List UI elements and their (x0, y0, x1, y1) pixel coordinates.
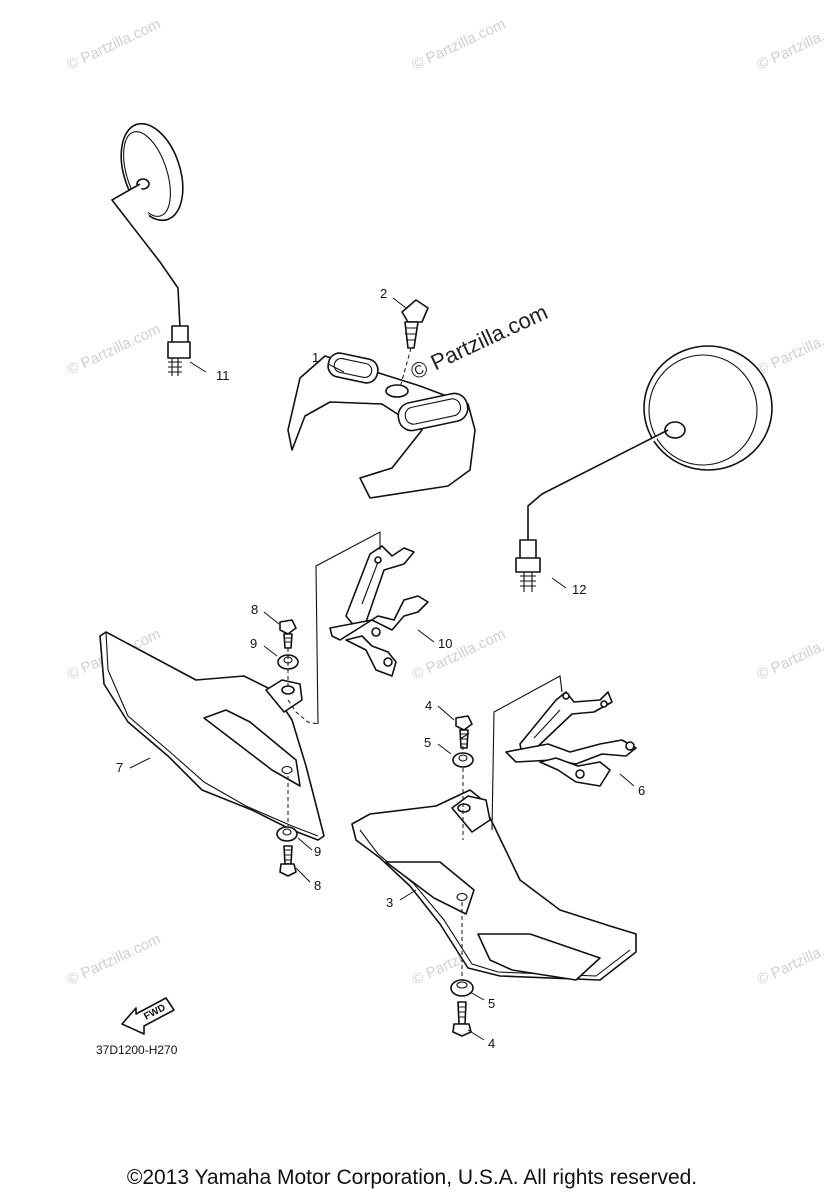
callout-6: 6 (638, 783, 645, 798)
part-7-left-side-cowl (99, 631, 325, 841)
watermark: © Partzilla.com (755, 931, 824, 989)
callout-4-lower: 4 (488, 1036, 495, 1051)
callout-1: 1 (312, 350, 319, 365)
callout-7: 7 (116, 760, 123, 775)
callout-2: 2 (380, 286, 387, 301)
part-2-screw (399, 299, 429, 389)
part-11-left-mirror (111, 122, 191, 376)
hardware-fasteners (276, 619, 474, 1037)
callout-4: 4 (425, 698, 432, 713)
callout-11: 11 (216, 368, 230, 383)
part-12-right-mirror (515, 345, 773, 592)
callout-8-lower: 8 (314, 878, 321, 893)
diagram-code: 37D1200-H270 (96, 1043, 178, 1057)
assembly-lines (287, 531, 563, 980)
fwd-arrow: FWD (121, 997, 175, 1035)
watermark: © Partzilla.com (410, 16, 509, 74)
callout-5-lower: 5 (488, 996, 495, 1011)
watermark: © Partzilla.com (755, 16, 824, 74)
part-1-handlebar-cover (287, 352, 476, 499)
callout-9-lower: 9 (314, 844, 321, 859)
watermark: © Partzilla.com (65, 16, 164, 74)
watermark: © Partzilla.com (65, 321, 164, 379)
callout-12: 12 (572, 582, 586, 597)
callout-3: 3 (386, 895, 393, 910)
callout-10: 10 (438, 636, 452, 651)
watermark-main: © Partzilla.com (407, 299, 552, 384)
callout-9: 9 (250, 636, 257, 651)
watermark: © Partzilla.com (65, 931, 164, 989)
leader-lines (129, 297, 635, 1041)
part-10-left-bracket (329, 545, 429, 677)
copyright-notice: ©2013 Yamaha Motor Corporation, U.S.A. A… (126, 1166, 698, 1189)
callout-5: 5 (424, 735, 431, 750)
callout-8: 8 (251, 602, 258, 617)
callout-labels: 1 2 3 4 5 6 7 8 9 10 11 12 9 8 5 4 (116, 286, 645, 1051)
part-3-right-side-cowl (351, 789, 637, 981)
watermark: © Partzilla.com (755, 321, 824, 379)
part-6-right-bracket (505, 691, 637, 787)
watermark: © Partzilla.com (755, 626, 824, 684)
